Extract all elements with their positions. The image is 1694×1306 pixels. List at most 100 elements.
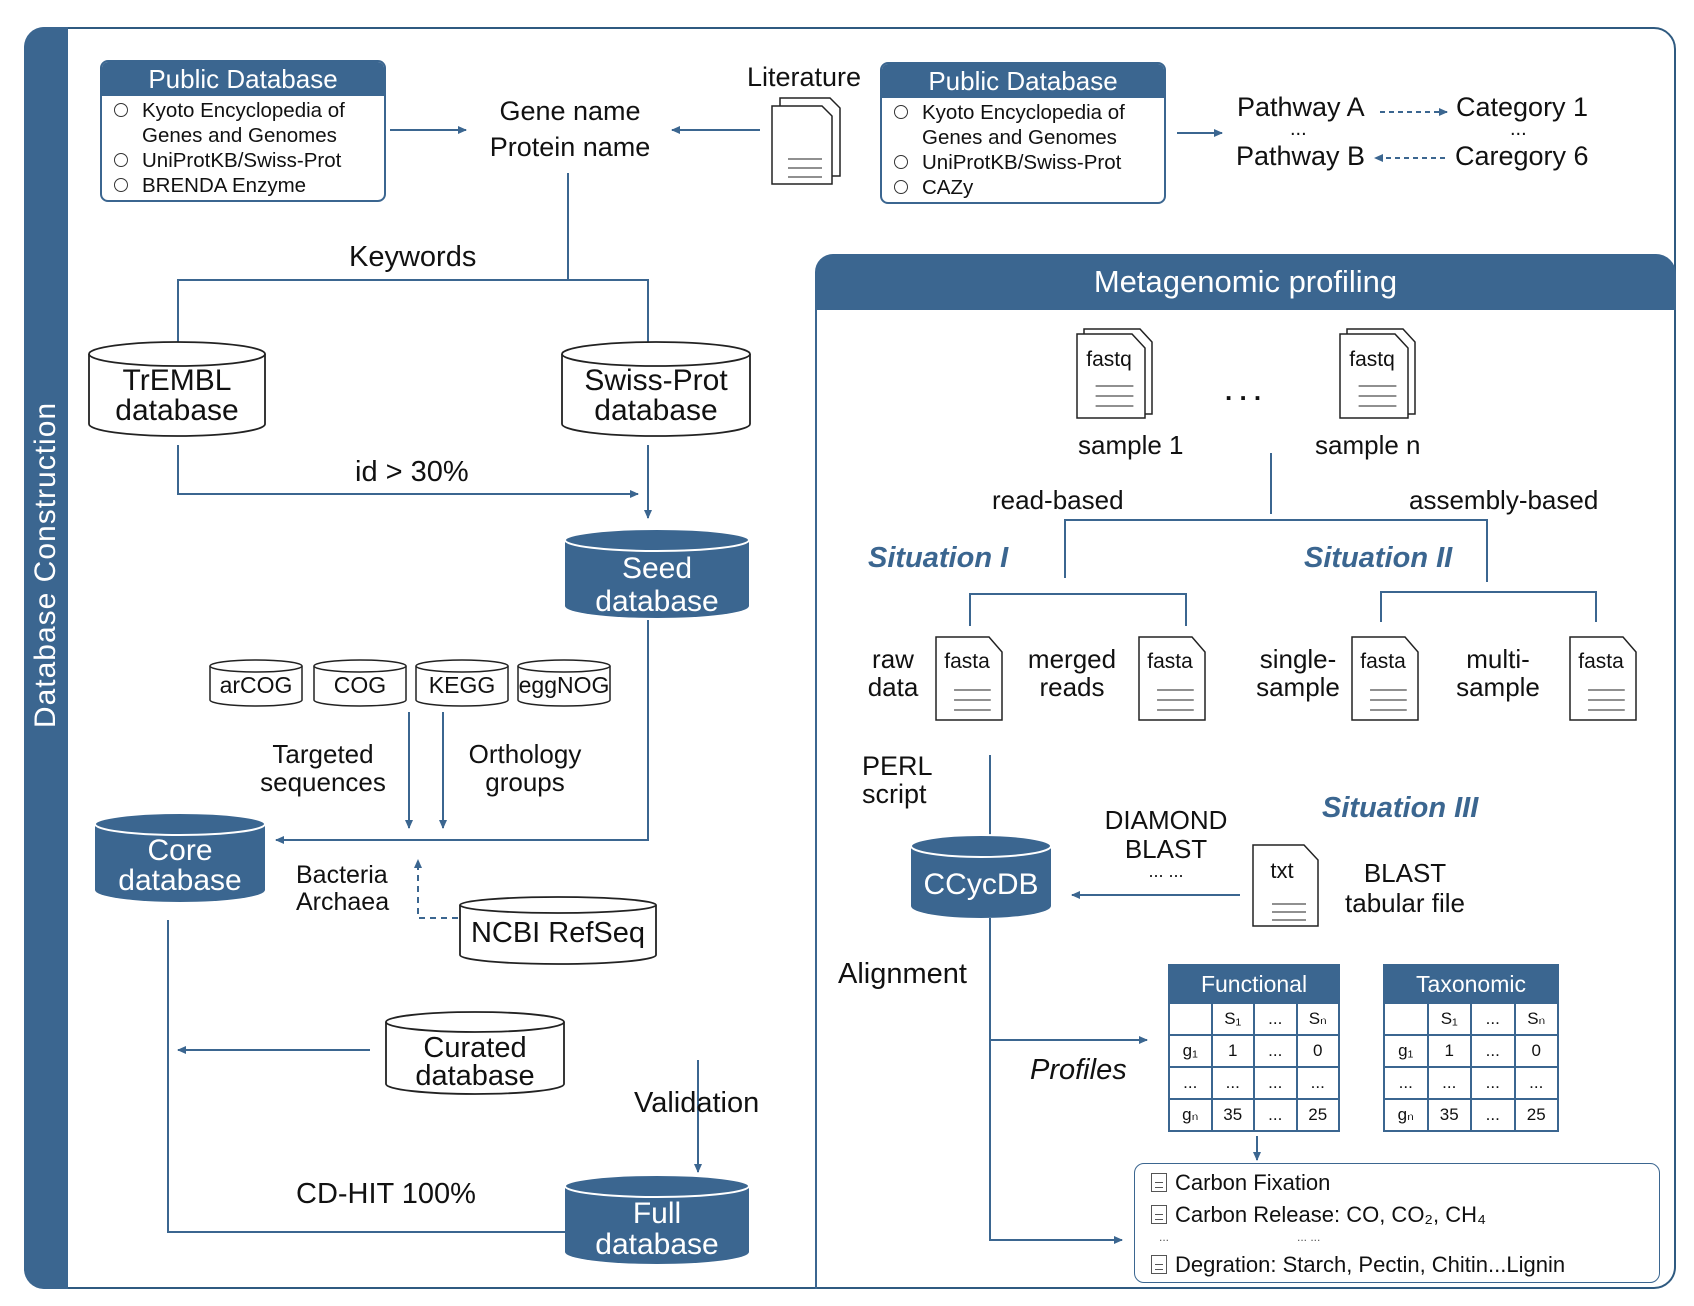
arrow-ncbi-to-core xyxy=(414,859,458,919)
sample-1-label: sample 1 xyxy=(1078,430,1184,460)
validation-label: Validation xyxy=(634,1087,760,1119)
public-database-left-title: Public Database xyxy=(102,62,384,96)
public-db-item: BRENDA Enzyme xyxy=(112,173,378,198)
multi-sample-label: multi-sample xyxy=(1456,644,1540,702)
small-database-arcog: arCOG xyxy=(209,658,303,708)
category-item: Carbon Fixation xyxy=(1151,1170,1330,1196)
database-cylinder-icon xyxy=(910,834,1052,918)
database-cylinder-icon xyxy=(564,528,750,618)
category-dots: ... ... xyxy=(1297,1230,1321,1244)
situation-3-label: Situation III xyxy=(1322,792,1479,824)
database-cylinder-icon xyxy=(313,659,407,707)
public-db-item: Genes and Genomes xyxy=(142,124,337,147)
metagenomic-profiling-header: Metagenomic profiling xyxy=(815,254,1676,310)
cdhit-label: CD-HIT 100% xyxy=(296,1178,476,1210)
database-cylinder-icon xyxy=(561,341,751,437)
bullet-icon xyxy=(114,153,128,167)
public-db-item: UniProtKB/Swiss-Prot xyxy=(892,150,1158,175)
fasta-raw-data-icon: fasta xyxy=(935,636,1011,728)
pathway-dots: ... xyxy=(1290,118,1307,140)
pathway-a: Pathway A xyxy=(1237,92,1365,122)
situation-2-label: Situation II xyxy=(1304,542,1453,574)
database-cylinder-icon xyxy=(88,341,266,437)
literature-label: Literature xyxy=(747,62,862,92)
public-database-left: Public Database Kyoto Encyclopedia of Ge… xyxy=(100,60,386,202)
profiles-label: Profiles xyxy=(1030,1054,1127,1086)
ccycdb-database: CCycDB xyxy=(910,834,1052,920)
database-cylinder-icon xyxy=(517,659,611,707)
bullet-icon xyxy=(894,105,908,119)
category-item: Degration: Starch, Pectin, Chitin...Lign… xyxy=(1151,1252,1565,1278)
situation-1-label: Situation I xyxy=(868,542,1009,574)
category-1: Category 1 xyxy=(1456,92,1589,122)
bullet-icon xyxy=(114,178,128,192)
bullet-icon xyxy=(894,155,908,169)
database-cylinder-icon xyxy=(94,812,266,902)
fastq-sample-n-icon: fastq xyxy=(1339,328,1417,420)
category-6: Caregory 6 xyxy=(1455,141,1589,171)
category-dots: ... xyxy=(1510,118,1527,140)
fasta-merged-reads-icon: fasta xyxy=(1138,636,1214,728)
table-header-row: S₁...Sₙ xyxy=(1168,1002,1340,1036)
table-header-row: S₁...Sₙ xyxy=(1383,1002,1559,1036)
public-db-item: Kyoto Encyclopedia of xyxy=(112,98,378,123)
fasta-single-sample-icon: fasta xyxy=(1351,636,1427,728)
sample-n-label: sample n xyxy=(1315,430,1421,460)
public-database-right-title: Public Database xyxy=(882,64,1164,98)
table-row: ............ xyxy=(1383,1066,1559,1100)
taxonomic-table-title: Taxonomic xyxy=(1383,964,1559,1004)
arrow-trembl-to-seed xyxy=(177,445,639,498)
public-db-item: UniProtKB/Swiss-Prot xyxy=(112,148,378,173)
category-item: Carbon Release: CO, CO₂, CH₄ xyxy=(1151,1202,1486,1228)
metagenomic-divider xyxy=(815,300,817,1289)
pathway-b: Pathway B xyxy=(1236,141,1366,171)
metagenomic-ellipsis: . . . xyxy=(1225,376,1262,406)
arrow-seed-to-core xyxy=(275,620,649,844)
protein-name-label: Protein name xyxy=(489,132,651,162)
txt-file-icon xyxy=(1252,844,1319,927)
id-threshold-label: id > 30% xyxy=(355,456,469,488)
database-construction-sidebar xyxy=(24,27,68,1289)
ncbi-refseq-database: NCBI RefSeq xyxy=(458,895,658,965)
txt-file-label: txt xyxy=(1270,858,1294,883)
database-cylinder-icon xyxy=(459,896,657,965)
document-icon xyxy=(1151,1255,1167,1274)
bullet-icon xyxy=(114,103,128,117)
keywords-label: Keywords xyxy=(349,241,477,273)
database-cylinder-icon xyxy=(564,1174,750,1264)
single-sample-label: single-sample xyxy=(1256,644,1340,702)
fastq-sample-1-icon: fastq xyxy=(1076,328,1154,420)
carbon-categories-box: Carbon Fixation Carbon Release: CO, CO₂,… xyxy=(1134,1163,1660,1283)
assembly-based-label: assembly-based xyxy=(1409,485,1599,515)
alignment-label: Alignment xyxy=(838,958,967,990)
small-database-kegg: KEGG xyxy=(415,658,509,708)
public-database-right: Public Database Kyoto Encyclopedia of Ge… xyxy=(880,62,1166,204)
public-db-item: CAZy xyxy=(892,175,1158,200)
fasta-multi-sample-icon: fasta xyxy=(1569,636,1645,728)
gene-name-label: Gene name xyxy=(499,96,641,126)
public-db-item: Kyoto Encyclopedia of xyxy=(892,100,1158,125)
document-icon xyxy=(1151,1205,1167,1224)
database-cylinder-icon xyxy=(385,1011,565,1095)
category-dots: ... xyxy=(1159,1230,1170,1244)
bullet-icon xyxy=(894,180,908,194)
database-cylinder-icon xyxy=(209,659,303,707)
